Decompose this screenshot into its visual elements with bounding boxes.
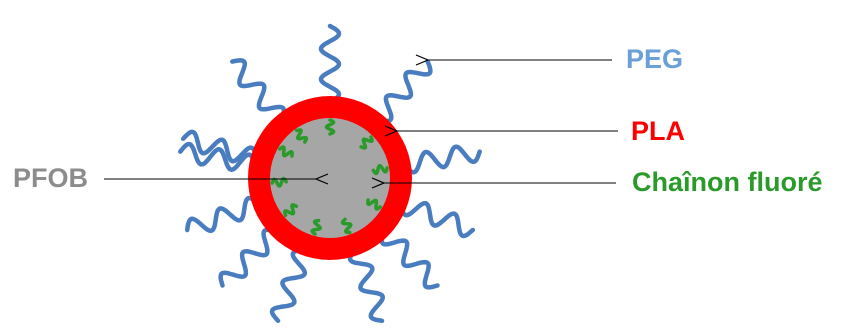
peg-chain — [382, 232, 438, 288]
peg-chain — [350, 249, 383, 320]
peg-chain — [321, 26, 339, 102]
peg-chain — [379, 62, 431, 121]
peg-chain — [221, 230, 277, 286]
pla-label: PLA — [631, 118, 685, 145]
peg-label: PEG — [626, 46, 683, 73]
peg-chain — [401, 203, 472, 236]
peg-chain — [187, 198, 258, 231]
peg-chain — [232, 60, 284, 119]
pfob-label: PFOB — [13, 165, 88, 192]
peg-chain — [405, 147, 480, 173]
peg-chain — [180, 144, 255, 170]
peg-chain — [272, 249, 305, 320]
fluorinated-chain-label: Chaînon fluoré — [632, 169, 823, 196]
